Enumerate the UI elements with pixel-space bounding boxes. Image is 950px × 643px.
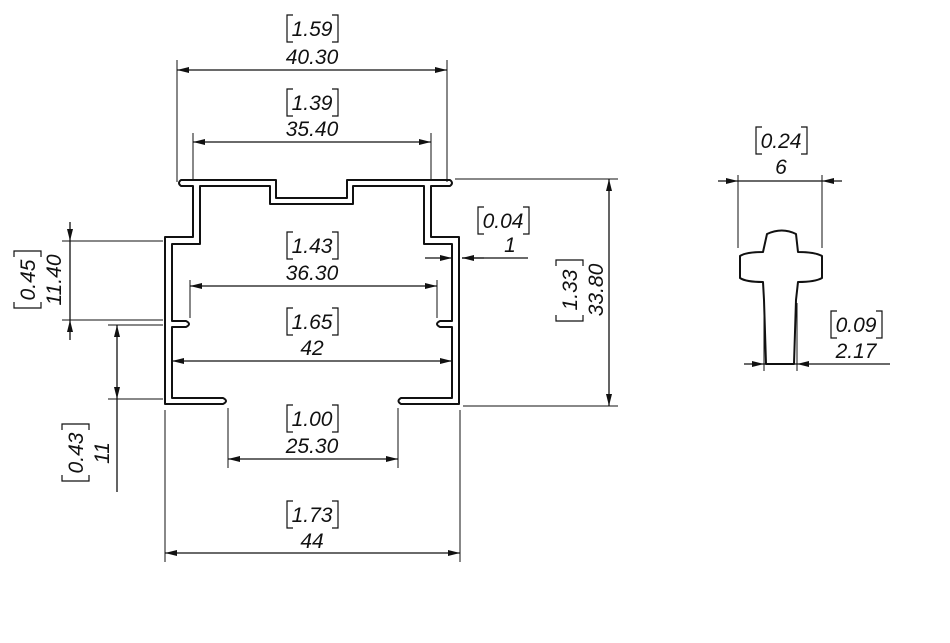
inner-slot-width-mm: 36.30 xyxy=(286,262,339,285)
inner-slot-width-inch: 1.43 xyxy=(292,235,333,258)
top-inner-width-mm: 35.40 xyxy=(286,118,339,141)
insert-profile xyxy=(739,229,823,365)
insert-stem-mm: 2.17 xyxy=(835,340,878,363)
lower-height-inch: 0.43 xyxy=(65,432,88,473)
inch-brackets xyxy=(13,14,883,529)
top-width-inch: 1.59 xyxy=(292,18,333,41)
dimension-arrows xyxy=(67,67,890,556)
upper-height-inch: 0.45 xyxy=(17,259,40,300)
top-width-mm: 40.30 xyxy=(286,46,339,69)
dimension-labels: 1.59 40.30 1.39 35.40 1.43 36.30 1.65 42… xyxy=(17,18,878,553)
insert-stem-inch: 0.09 xyxy=(836,314,877,337)
insert-width-mm: 6 xyxy=(775,156,787,179)
insert-width-inch: 0.24 xyxy=(761,130,802,153)
upper-height-mm: 11.40 xyxy=(43,254,66,305)
overall-width-inch: 1.73 xyxy=(292,504,333,527)
overall-height-mm: 33.80 xyxy=(585,263,608,316)
extension-lines xyxy=(62,60,823,562)
inner-width-inch: 1.65 xyxy=(292,311,333,334)
wall-thickness-inch: 0.04 xyxy=(483,210,524,233)
overall-height-inch: 1.33 xyxy=(559,269,582,310)
inner-width-mm: 42 xyxy=(300,337,324,360)
wall-thickness-mm: 1 xyxy=(504,234,516,257)
profile-cross-section xyxy=(164,179,460,405)
bottom-opening-inch: 1.00 xyxy=(292,408,333,431)
bottom-opening-mm: 25.30 xyxy=(285,435,339,458)
overall-width-mm: 44 xyxy=(300,530,323,553)
lower-height-mm: 11 xyxy=(91,442,114,464)
top-inner-width-inch: 1.39 xyxy=(292,92,333,115)
